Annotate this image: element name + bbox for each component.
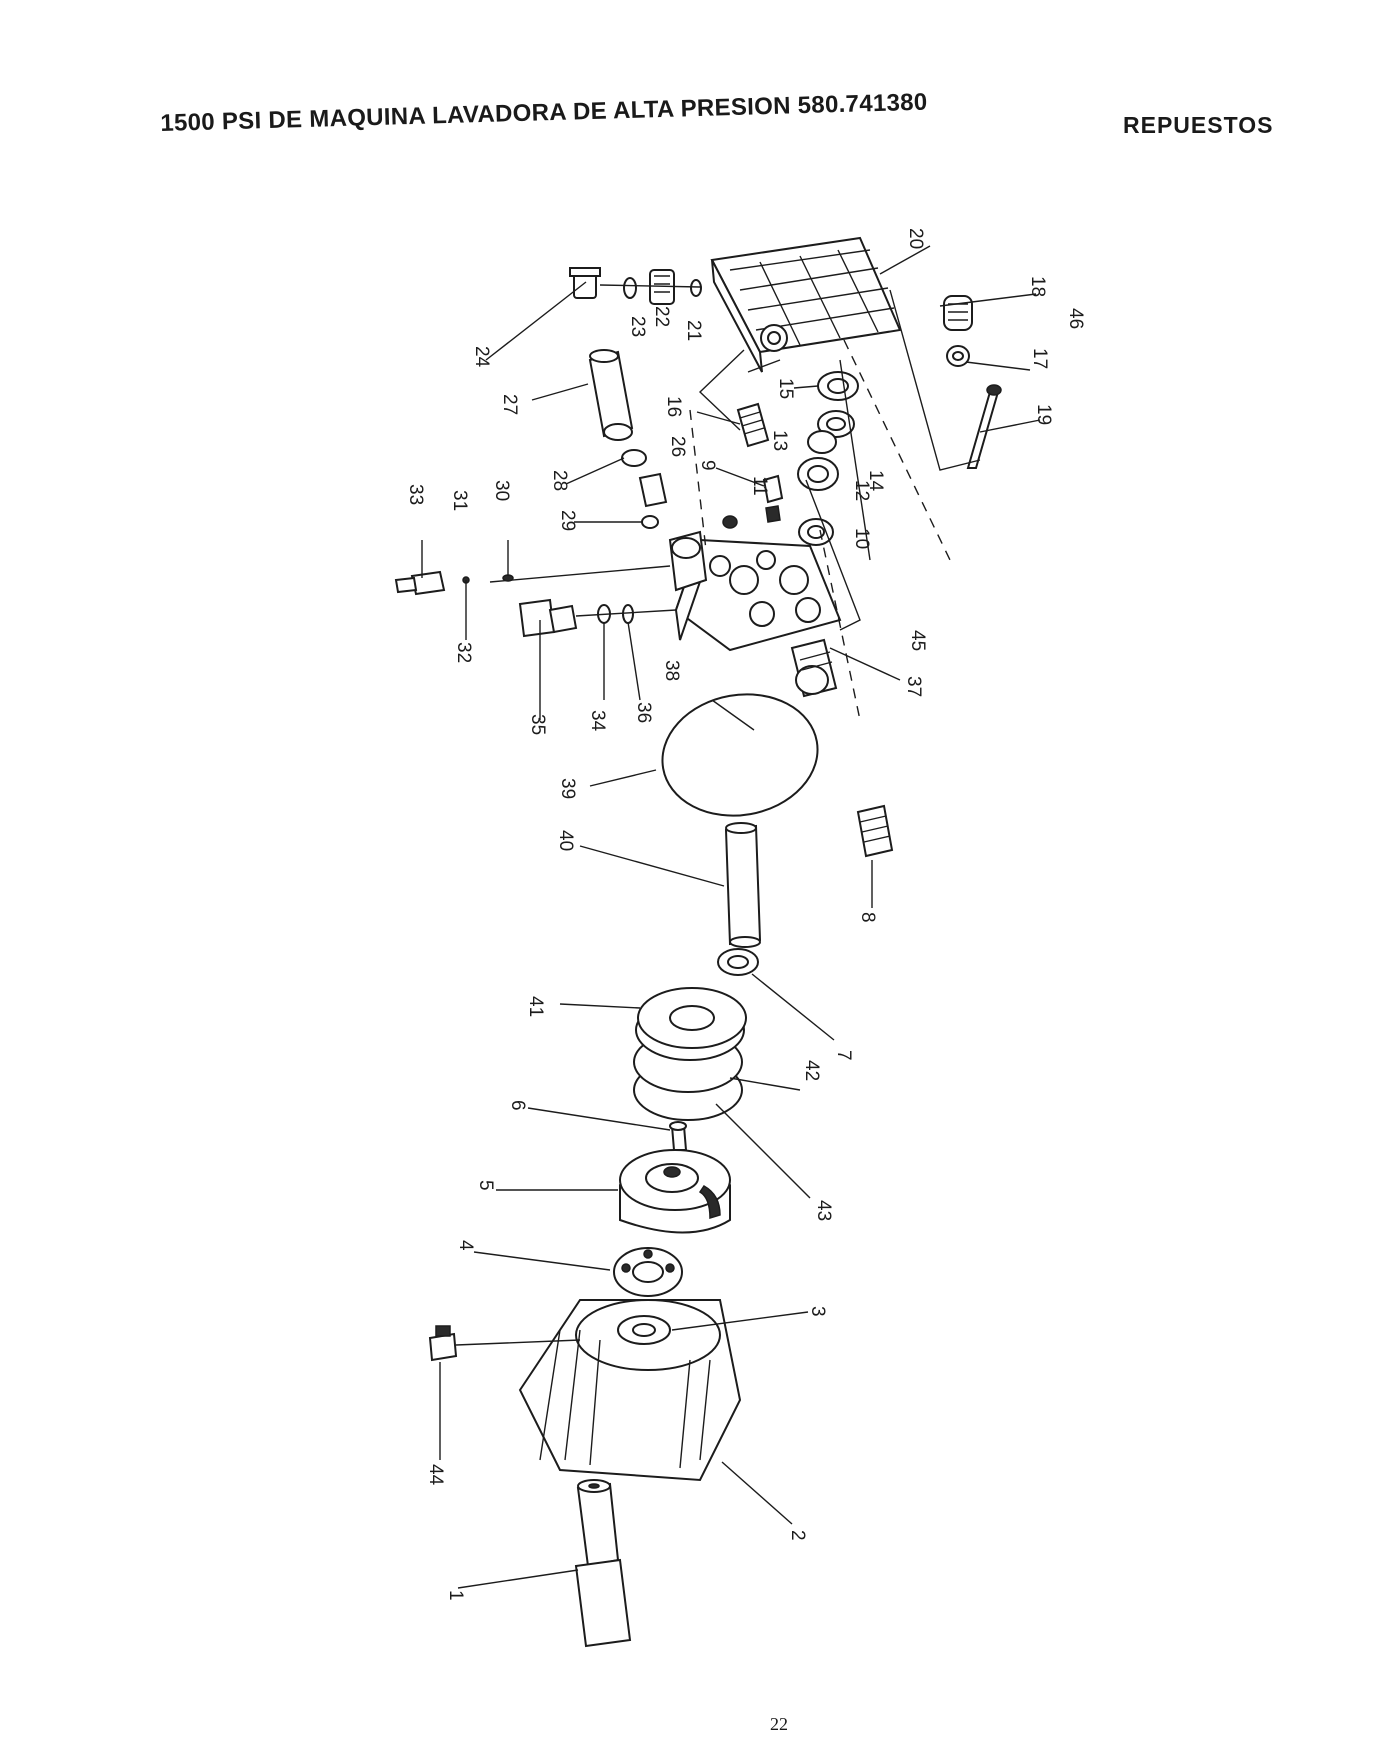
callout-label: 18 [1027,276,1048,297]
plug-44-part [430,1326,456,1360]
callout-label: 17 [1029,348,1050,369]
callout-label: 44 [425,1464,446,1486]
filter-cap-parts [944,296,972,366]
unloader-cylinder-part [590,350,632,440]
callout-label: 28 [549,470,570,491]
callout-label: 45 [907,630,928,651]
callout-label: 46 [1065,308,1086,329]
page-number: 22 [770,1714,788,1735]
callout-label: 43 [813,1200,834,1221]
callout-label: 21 [683,320,704,341]
callout-label: 1 [445,1590,466,1601]
callout-label: 24 [471,346,492,368]
washer-7-part [718,949,758,975]
callout-label: 29 [557,510,578,531]
plug-and-rings-parts [570,268,701,304]
spring-valve-16-part [738,404,768,446]
callout-label: 13 [769,430,790,451]
callout-label: 16 [663,396,684,417]
callout-label: 42 [801,1060,822,1081]
callout-label: 23 [627,316,648,337]
callout-label: 10 [851,528,872,549]
pump-housing-2-part [520,1300,740,1480]
valve-needle-parts [396,566,670,594]
cam-5-part [620,1150,730,1233]
callout-label: 39 [557,778,578,799]
callout-label: 30 [491,480,512,501]
callout-label: 26 [667,436,688,457]
callout-label: 2 [787,1530,808,1541]
callout-label: 9 [697,460,718,471]
plug-8-part [858,806,892,856]
callout-label: 22 [651,306,672,327]
callout-label: 6 [507,1100,528,1111]
callout-label: 4 [455,1240,476,1251]
callout-label: 34 [587,710,608,732]
callout-label: 5 [475,1180,496,1191]
oring-39-part [653,682,827,827]
callout-label: 38 [661,660,682,681]
piston-40-part [726,823,760,947]
callout-label: 32 [453,642,474,663]
pressure-fitting-parts [520,600,676,636]
callout-label: 19 [1033,404,1054,425]
callout-label: 14 [865,470,886,492]
callout-label: 37 [903,676,924,697]
callout-label: 15 [775,378,796,399]
shaft-1-part [576,1480,630,1646]
screw-6-part [670,1122,686,1150]
callout-label: 11 [749,476,770,496]
bearing-4-part [614,1248,682,1296]
callout-label: 27 [499,394,520,415]
callout-label: 40 [555,830,576,851]
seal-rings-parts [798,372,858,545]
callout-label: 7 [833,1050,854,1061]
callout-label: 31 [449,490,470,511]
bolt-19-part [968,385,1001,468]
pump-manifold-body-part [670,532,840,696]
callout-label: 35 [527,714,548,735]
callout-label: 33 [405,484,426,505]
callout-label: 41 [525,996,546,1017]
callout-label: 20 [905,228,926,249]
ring-and-spring-parts [622,450,737,528]
callout-label: 3 [807,1306,828,1317]
callout-label: 36 [633,702,654,723]
callout-label: 8 [857,912,878,923]
wobble-plate-part [634,988,746,1120]
manifold-head-part [712,238,900,372]
